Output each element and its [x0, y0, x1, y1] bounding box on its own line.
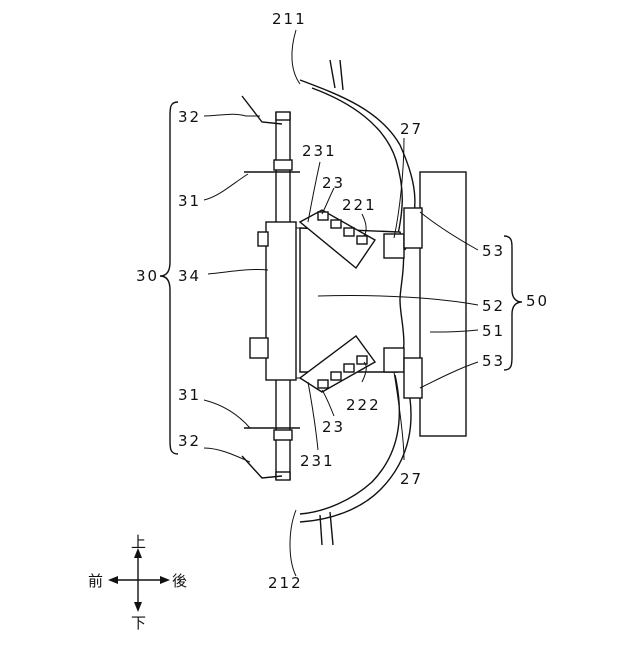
direction-front: 前 [88, 572, 103, 590]
clamp-53-lower [384, 348, 404, 372]
label-27-upper: 27 [400, 120, 423, 138]
brace-50 [504, 236, 522, 370]
direction-back: 後 [172, 572, 187, 590]
label-221: 221 [342, 196, 377, 214]
bracket-upper [404, 208, 422, 248]
arrow-down-icon [134, 602, 142, 612]
label-32-upper: 32 [178, 108, 201, 126]
direction-indicator: 上 下 前 後 [88, 533, 187, 632]
label-27-lower: 27 [400, 470, 423, 488]
label-32-lower: 32 [178, 432, 201, 450]
label-231-upper: 231 [302, 142, 337, 160]
label-53-upper: 53 [482, 242, 505, 260]
label-50: 50 [526, 292, 549, 310]
direction-down: 下 [131, 614, 146, 632]
label-23-upper: 23 [322, 174, 345, 192]
label-51: 51 [482, 322, 505, 340]
label-212: 212 [268, 574, 303, 592]
label-23-lower: 23 [322, 418, 345, 436]
label-52: 52 [482, 297, 505, 315]
arrow-right-icon [160, 576, 170, 584]
body-34 [266, 222, 296, 380]
label-231-lower: 231 [300, 452, 335, 470]
label-222: 222 [346, 396, 381, 414]
label-53-lower: 53 [482, 352, 505, 370]
label-34: 34 [178, 267, 201, 285]
label-31-upper: 31 [178, 192, 201, 210]
brace-30 [160, 102, 178, 454]
rear-block-51 [420, 172, 466, 436]
bracket-lower [404, 358, 422, 398]
arrow-left-icon [108, 576, 118, 584]
label-31-lower: 31 [178, 386, 201, 404]
label-30: 30 [136, 267, 159, 285]
label-211: 211 [272, 10, 307, 28]
direction-up: 上 [131, 533, 146, 551]
